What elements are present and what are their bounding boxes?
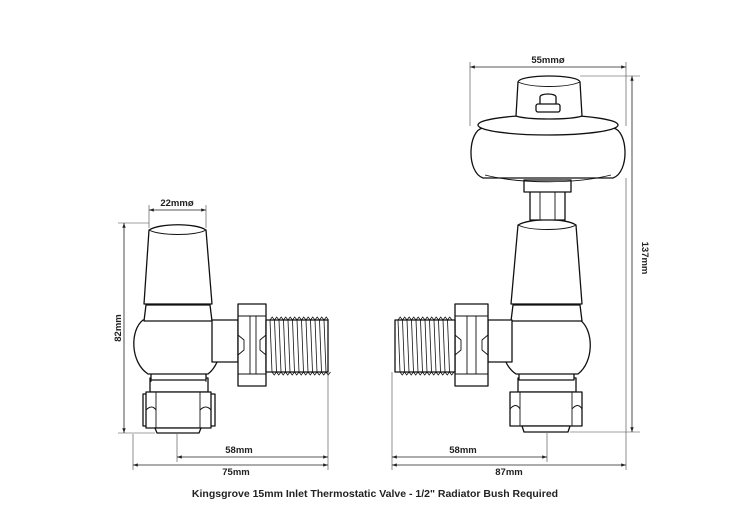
right-threaded-tail bbox=[394, 316, 456, 376]
dim-label-137mm: 137mm bbox=[639, 242, 650, 275]
left-tail-nut bbox=[142, 377, 216, 434]
dim-label-75mm: 75mm bbox=[222, 467, 249, 478]
dim-left-height: 82mm bbox=[113, 222, 155, 434]
dim-right-head-diameter: 55mmø bbox=[469, 55, 627, 126]
left-hex-nut bbox=[237, 303, 267, 387]
dim-label-left-58mm: 58mm bbox=[225, 445, 252, 456]
right-collar bbox=[510, 304, 583, 322]
left-ball-body bbox=[133, 319, 222, 375]
dim-left-head-diameter: 22mmø bbox=[148, 198, 207, 228]
right-valve-bell bbox=[510, 219, 583, 305]
dim-left-overall-width: 75mm bbox=[132, 434, 328, 478]
dim-label-55mm: 55mmø bbox=[531, 55, 564, 66]
right-thermostatic-head bbox=[470, 75, 626, 183]
drawing-caption: Kingsgrove 15mm Inlet Thermostatic Valve… bbox=[191, 488, 559, 500]
right-tail-nut bbox=[509, 377, 583, 433]
right-valve-drawing bbox=[394, 75, 626, 433]
dim-label-87mm: 87mm bbox=[495, 467, 522, 478]
right-spindle bbox=[523, 179, 572, 221]
dim-right-inner-width: 58mm bbox=[391, 372, 548, 470]
dim-left-inner-width: 58mm bbox=[176, 372, 329, 470]
right-union-body bbox=[487, 319, 513, 363]
left-union-body bbox=[211, 319, 239, 363]
right-ball-body bbox=[501, 319, 591, 375]
left-collar bbox=[143, 304, 213, 322]
dim-label-22mm: 22mmø bbox=[160, 198, 193, 209]
dim-right-height: 137mm bbox=[570, 75, 650, 433]
dim-right-overall-width: 87mm bbox=[392, 178, 627, 478]
left-valve-drawing bbox=[133, 224, 331, 434]
dim-label-82mm: 82mm bbox=[113, 314, 124, 341]
left-valve-head bbox=[143, 224, 213, 305]
dim-label-right-58mm: 58mm bbox=[449, 445, 476, 456]
right-hex-nut bbox=[454, 303, 489, 387]
left-threaded-tail bbox=[265, 316, 331, 376]
